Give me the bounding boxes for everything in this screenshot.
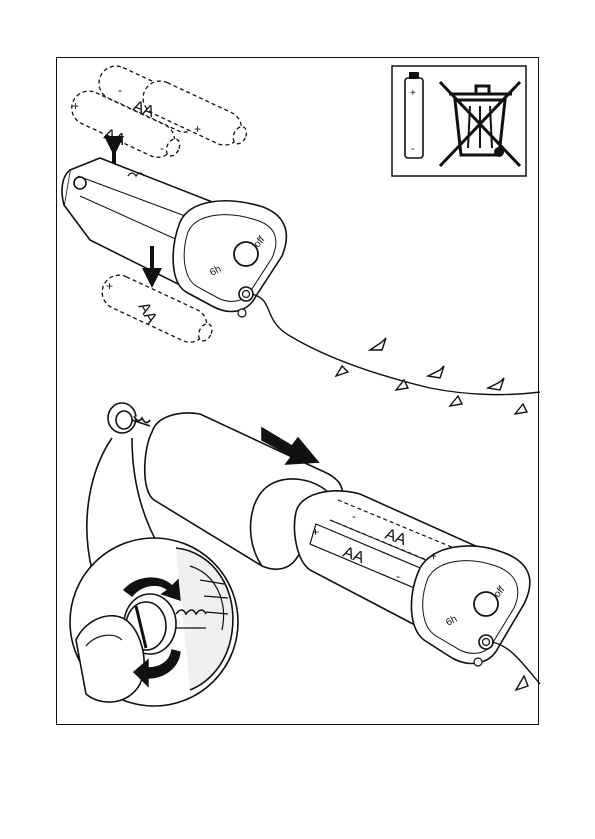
weee-crossed-bin-icon	[392, 66, 526, 176]
battery-minus-mark: -	[411, 143, 415, 155]
plus-mark-box-1: +	[312, 525, 319, 539]
battery-plus-mark: +	[410, 88, 416, 99]
plus-mark-bottom: +	[106, 279, 113, 293]
minus-mark-top-1: -	[118, 83, 122, 97]
screw-icon	[108, 403, 150, 433]
plus-mark-box-2: +	[430, 549, 437, 563]
plus-mark-top-1: +	[72, 99, 79, 113]
plus-mark-top-2: +	[194, 122, 201, 136]
minus-mark-box-1: -	[352, 509, 356, 523]
minus-mark-top-2: -	[160, 141, 164, 155]
battery-box-bottom	[295, 491, 530, 666]
minus-mark-box-2: -	[396, 569, 400, 583]
battery-box-open	[62, 158, 286, 317]
light-string-cable-bottom	[492, 642, 540, 690]
light-string-cable-top	[252, 294, 540, 414]
